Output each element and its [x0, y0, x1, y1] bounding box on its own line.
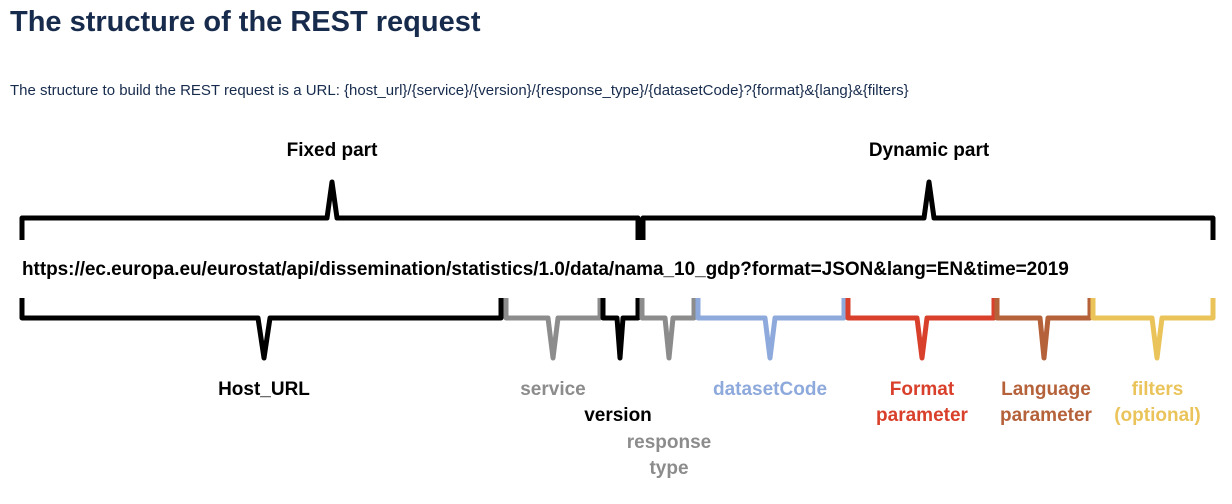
version-brace: [600, 298, 641, 361]
format-brace: [845, 298, 997, 361]
fixed-part-label: Fixed part: [286, 140, 378, 161]
format-label-line1: Format: [889, 379, 955, 400]
response-type-label-line2: type: [649, 458, 689, 479]
rest-url: https://ec.europa.eu/eurostat/api/dissem…: [22, 259, 1069, 280]
service-brace: [503, 298, 603, 361]
dynamic-part-label: Dynamic part: [868, 140, 990, 161]
response-type-label-line1: response: [626, 432, 712, 453]
dataset-code-brace: [695, 298, 847, 361]
service-label: service: [520, 379, 586, 400]
language-label: Language parameter: [986, 377, 1106, 429]
version-label: version: [584, 405, 652, 426]
response-type-brace: [639, 298, 697, 361]
format-label-line2: parameter: [876, 405, 968, 426]
filters-brace: [1090, 298, 1216, 361]
filters-label-line2: (optional): [1114, 405, 1201, 426]
host-url-label: Host_URL: [218, 379, 310, 400]
filters-label-line1: filters: [1131, 379, 1184, 400]
language-label-line2: parameter: [1000, 405, 1092, 426]
intro-text: The structure to build the REST request …: [10, 82, 909, 99]
language-label-line1: Language: [1001, 379, 1091, 400]
format-label: Format parameter: [862, 377, 982, 429]
dynamic-part-brace: [640, 179, 1216, 240]
page-title: The structure of the REST request: [10, 6, 481, 38]
dataset-code-label: datasetCode: [712, 379, 828, 400]
filters-label: filters (optional): [1100, 377, 1215, 429]
response-type-label: response type: [609, 430, 729, 482]
fixed-part-brace: [19, 179, 641, 240]
language-brace: [994, 298, 1093, 361]
host-url-brace: [19, 298, 504, 361]
